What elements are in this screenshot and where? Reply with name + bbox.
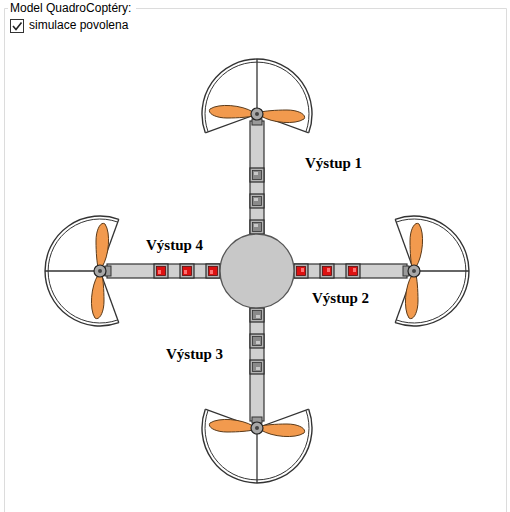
output-label: Výstup 1 xyxy=(305,154,362,172)
output-label: Výstup 2 xyxy=(312,289,369,307)
group-box-title: Model QuadroCoptéry: xyxy=(8,1,133,16)
quadcopter xyxy=(45,59,469,483)
checkbox-label: simulace povolena xyxy=(29,18,128,33)
body-disc xyxy=(220,234,294,308)
checkbox xyxy=(11,20,24,33)
group-box-frame xyxy=(5,9,507,512)
output-label: Výstup 3 xyxy=(166,345,223,363)
output-label: Výstup 4 xyxy=(146,236,203,254)
